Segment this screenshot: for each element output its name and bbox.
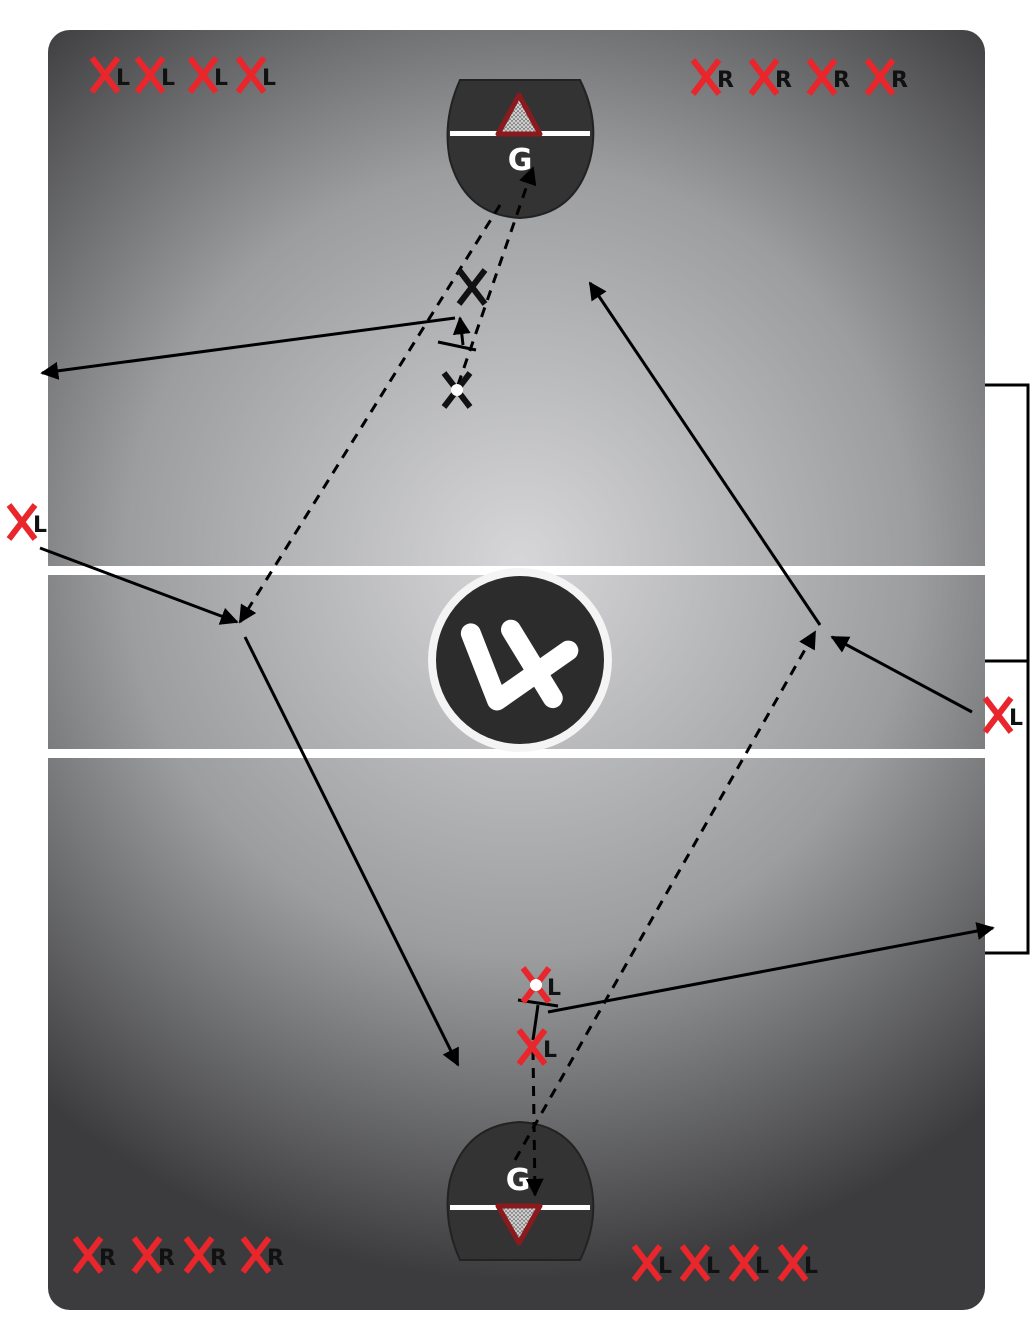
shot-dashed xyxy=(525,1049,544,1197)
attacker-marker: R xyxy=(864,58,908,96)
shot-dashed xyxy=(456,166,537,386)
player-side-label: R xyxy=(99,1246,116,1271)
attacker-marker: L xyxy=(777,1244,818,1282)
player-side-label: L xyxy=(33,513,47,538)
attacker-marker: L xyxy=(982,696,1023,734)
bottom-goal: G xyxy=(446,1120,595,1261)
player-side-label: R xyxy=(891,68,908,93)
goalie-label: G xyxy=(506,1163,531,1198)
pass-arrow xyxy=(547,922,995,1014)
pick-stem xyxy=(531,1004,540,1041)
player-side-label: L xyxy=(161,66,175,91)
cut-arrow xyxy=(830,635,973,714)
ball-pass-dashed xyxy=(238,204,502,624)
player-side-label: R xyxy=(717,68,734,93)
player-side-label: R xyxy=(267,1246,284,1271)
midfield-line-bottom xyxy=(48,749,985,758)
attacker-marker: L xyxy=(235,56,276,94)
player-side-label: L xyxy=(543,1038,557,1063)
attacker-marker: L xyxy=(520,966,561,1004)
player-side-label: L xyxy=(1009,706,1023,731)
cut-arrow xyxy=(39,546,239,625)
player-side-label: L xyxy=(658,1254,672,1279)
attacker-marker: L xyxy=(631,1244,672,1282)
substitution-bracket xyxy=(985,383,1030,955)
player-side-label: L xyxy=(706,1254,720,1279)
attacker-marker: R xyxy=(183,1236,227,1274)
player-side-label: L xyxy=(804,1254,818,1279)
defender-marker xyxy=(456,268,488,306)
attacker-marker: R xyxy=(240,1236,284,1274)
attacker-marker: L xyxy=(187,56,228,94)
player-side-label: R xyxy=(833,68,850,93)
attacker-marker: R xyxy=(131,1236,175,1274)
attacker-marker: L xyxy=(134,56,175,94)
player-side-label: L xyxy=(214,66,228,91)
goalie-label: G xyxy=(508,143,533,178)
player-side-label: L xyxy=(116,66,130,91)
cut-arrow xyxy=(588,281,822,626)
attacker-marker: L xyxy=(6,503,47,541)
defender-marker xyxy=(441,371,473,409)
top-goal: G xyxy=(446,79,595,220)
ball-pass-dashed xyxy=(513,630,817,1161)
player-side-label: L xyxy=(755,1254,769,1279)
attacker-marker: R xyxy=(72,1236,116,1274)
pass-arrow xyxy=(40,316,456,380)
attacker-marker: R xyxy=(690,58,734,96)
player-side-label: R xyxy=(210,1246,227,1271)
attacker-marker: L xyxy=(89,56,130,94)
attacker-marker: L xyxy=(516,1028,557,1066)
ball-icon xyxy=(530,979,542,991)
center-logo xyxy=(428,568,612,752)
player-side-label: R xyxy=(775,68,792,93)
attacker-marker: R xyxy=(748,58,792,96)
attacker-marker: L xyxy=(728,1244,769,1282)
player-side-label: R xyxy=(158,1246,175,1271)
player-side-label: L xyxy=(547,976,561,1001)
pick-arrow xyxy=(452,316,471,346)
ball-icon xyxy=(451,384,463,396)
player-side-label: L xyxy=(262,66,276,91)
attacker-marker: L xyxy=(679,1244,720,1282)
cut-arrow xyxy=(243,636,460,1067)
attacker-marker: R xyxy=(806,58,850,96)
